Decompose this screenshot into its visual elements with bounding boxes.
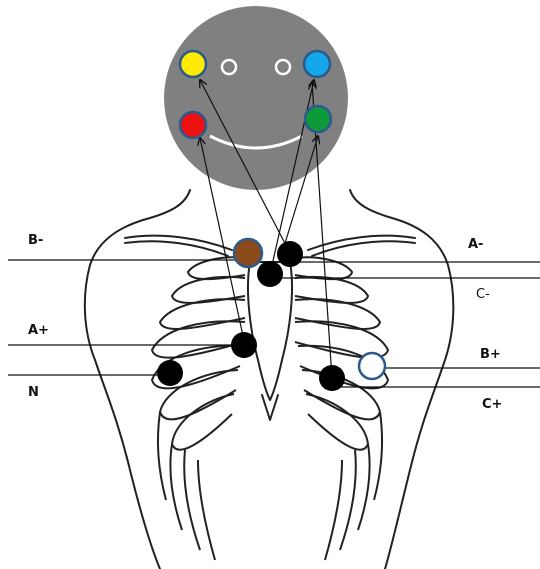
face — [164, 6, 348, 190]
label-a-minus: A- — [468, 237, 483, 252]
blue-socket — [304, 51, 330, 77]
black-electrode-c-plus — [319, 365, 345, 391]
yellow-socket — [180, 51, 206, 77]
label-a-plus: A+ — [28, 323, 49, 338]
torso-outline — [85, 190, 454, 569]
label-c-minus: C- — [476, 287, 490, 302]
label-b-plus: B+ — [480, 347, 501, 362]
black-electrode-a-plus — [231, 332, 257, 358]
brown-electrode — [234, 239, 262, 267]
red-socket — [180, 112, 206, 138]
green-socket — [305, 106, 331, 132]
label-c-plus: C+ — [482, 397, 502, 412]
white-electrode-b-plus — [359, 353, 385, 379]
black-electrode-n — [157, 360, 183, 386]
label-n: N — [28, 385, 39, 400]
black-electrode-a-minus — [277, 241, 303, 267]
face-circle — [164, 6, 348, 190]
black-electrode-c-minus — [257, 261, 283, 287]
rib-cage-left — [152, 257, 245, 560]
label-b-minus: B- — [28, 233, 43, 248]
rib-cage-right — [295, 257, 388, 560]
